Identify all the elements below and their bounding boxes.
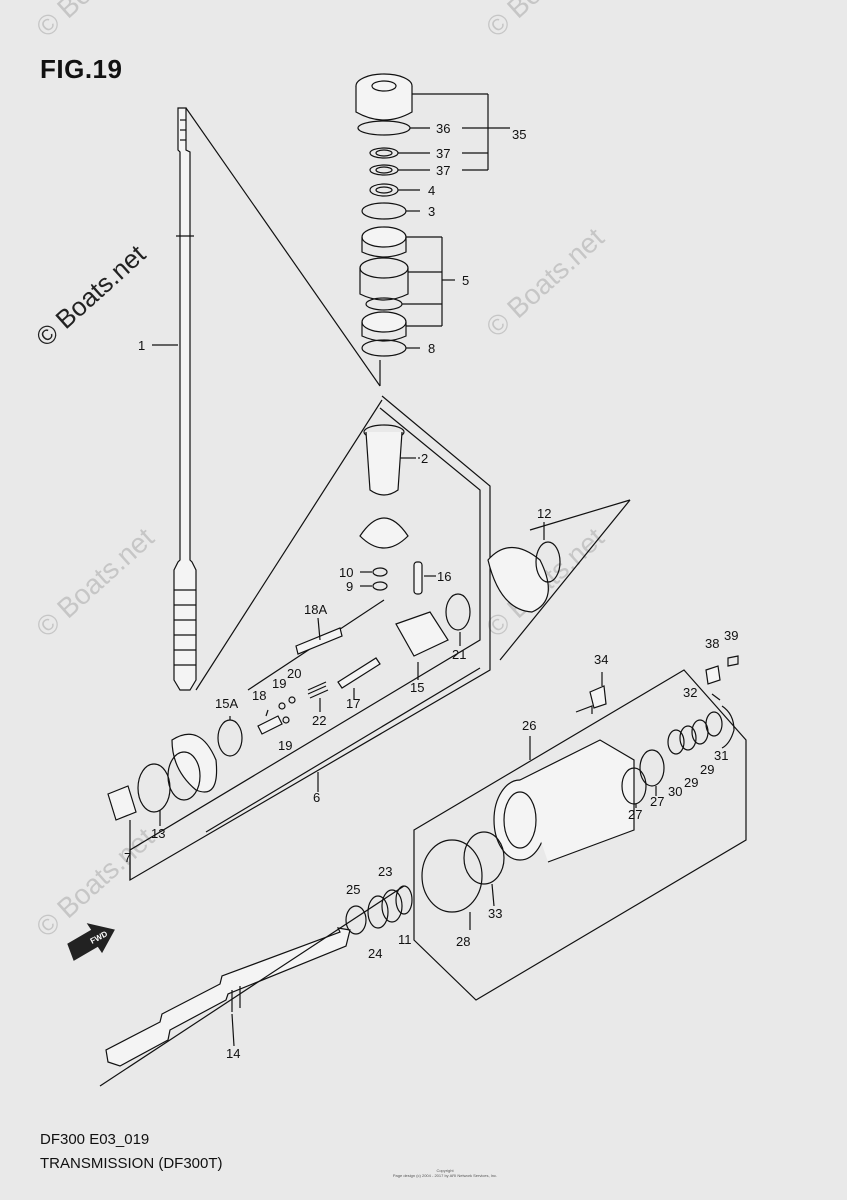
callout-30: 30 (668, 784, 682, 799)
housing-35-part (355, 73, 413, 357)
callout-1: 1 (138, 338, 145, 353)
callout-2: 2 (421, 451, 428, 466)
callout-9: 9 (346, 579, 353, 594)
callout-14: 14 (226, 1046, 240, 1061)
pinion-gear-part (359, 517, 409, 549)
callout-15: 15 (410, 680, 424, 695)
callout-28: 28 (456, 934, 470, 949)
callout-10: 10 (339, 565, 353, 580)
callout-19-upper: 19 (272, 676, 286, 691)
copyright-line-2: Page design (c) 2004 - 2017 by ARI Netwo… (392, 1173, 498, 1178)
callout-8: 8 (428, 341, 435, 356)
callout-labels: 1 2 3 4 5 6 7 8 9 10 11 12 13 14 15 15A … (89, 121, 739, 1061)
callout-35: 35 (512, 127, 526, 142)
driveshaft-part (173, 107, 197, 691)
callout-3: 3 (428, 204, 435, 219)
callout-12: 12 (537, 506, 551, 521)
callout-19-lower: 19 (278, 738, 292, 753)
callout-31: 31 (714, 748, 728, 763)
reverse-gear-part (171, 733, 218, 793)
callout-18: 18 (252, 688, 266, 703)
callout-17: 17 (346, 696, 360, 711)
callout-23: 23 (378, 864, 392, 879)
diagram-linework (67, 73, 747, 1087)
callout-29-left: 29 (684, 775, 698, 790)
callout-21: 21 (452, 647, 466, 662)
figure-title: FIG.19 (40, 54, 123, 84)
callout-25: 25 (346, 882, 360, 897)
callout-20: 20 (287, 666, 301, 681)
callout-15a: 15A (215, 696, 238, 711)
callout-22: 22 (312, 713, 326, 728)
sleeve-part (363, 424, 416, 496)
callout-33: 33 (488, 906, 502, 921)
bearing-housing-part (493, 739, 635, 863)
model-code: DF300 E03_019 (40, 1131, 150, 1148)
callout-7: 7 (124, 850, 131, 865)
forward-gear-part (487, 547, 549, 613)
callout-32: 32 (683, 685, 697, 700)
fwd-arrow-icon (67, 923, 115, 961)
callout-37-upper: 37 (436, 146, 450, 161)
callout-27-left: 27 (628, 807, 642, 822)
copyright-line-1: Copyright (436, 1168, 454, 1173)
callout-18a: 18A (304, 602, 327, 617)
copyright-notice: Copyright Page design (c) 2004 - 2017 by… (360, 1168, 530, 1178)
callout-5: 5 (462, 273, 469, 288)
callout-27-right: 27 (650, 794, 664, 809)
callout-16: 16 (437, 569, 451, 584)
callout-38: 38 (705, 636, 719, 651)
propeller-shaft-part (105, 927, 351, 1067)
callout-24: 24 (368, 946, 382, 961)
callout-6: 6 (313, 790, 320, 805)
callout-11: 11 (398, 932, 412, 947)
callout-36: 36 (436, 121, 450, 136)
callout-37-lower: 37 (436, 163, 450, 178)
callout-34: 34 (594, 652, 608, 667)
callout-39: 39 (724, 628, 738, 643)
clutch-part (395, 611, 449, 657)
callout-4: 4 (428, 183, 435, 198)
callout-13: 13 (151, 826, 165, 841)
callout-26: 26 (522, 718, 536, 733)
section-title: TRANSMISSION (DF300T) (40, 1155, 223, 1172)
callout-29-right: 29 (700, 762, 714, 777)
